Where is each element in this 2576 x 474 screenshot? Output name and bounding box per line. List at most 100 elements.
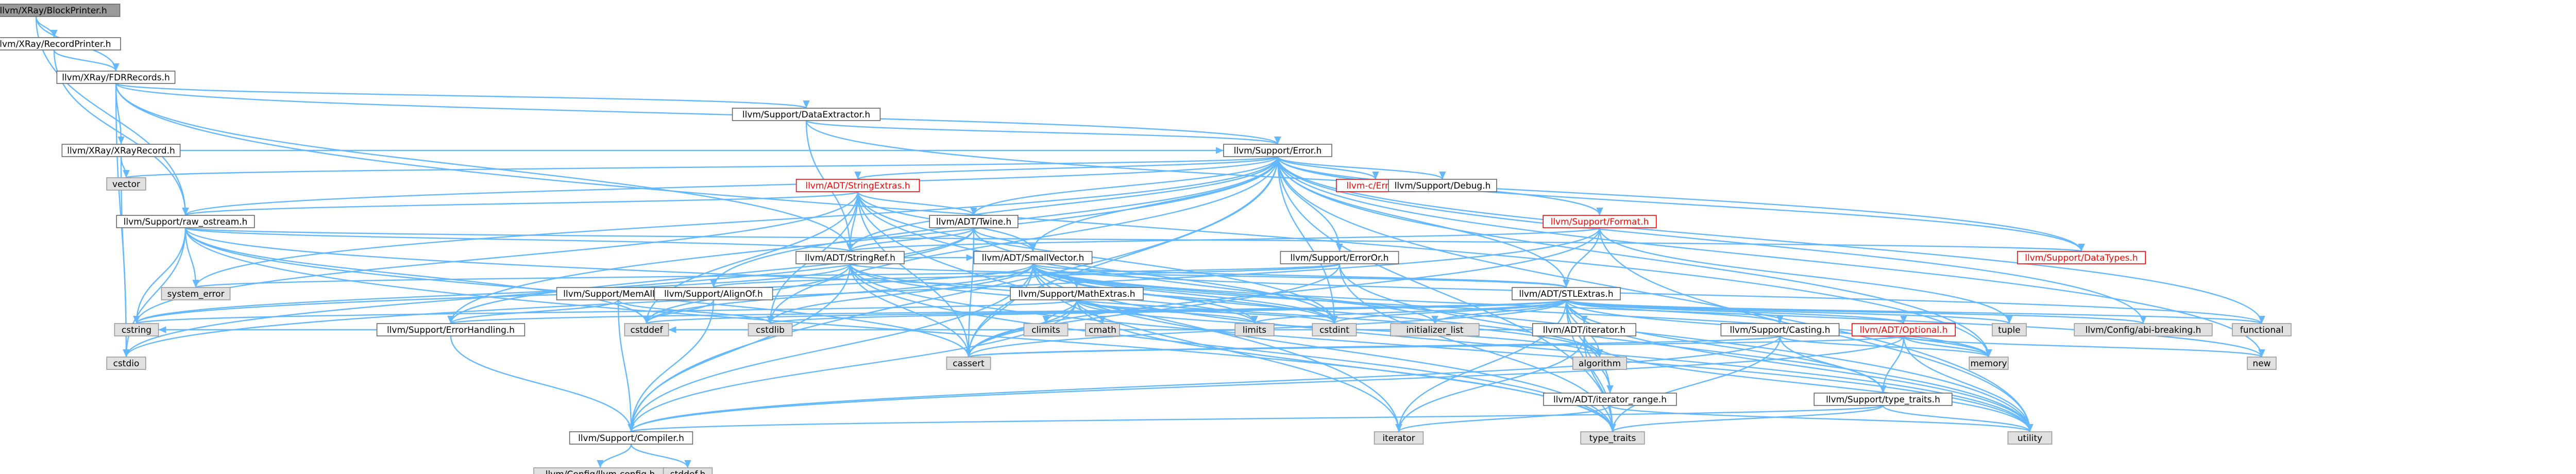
node-label: llvm/Config/llvm-config.h bbox=[546, 469, 655, 474]
edge-format-to-stringref bbox=[847, 227, 1601, 252]
edge-mathextras-to-climits bbox=[1042, 299, 1078, 324]
node-box bbox=[1223, 144, 1332, 157]
node-box bbox=[624, 323, 669, 336]
edge-error-to-errorhandling bbox=[447, 156, 1279, 324]
node-debug[interactable]: llvm/Support/Debug.h bbox=[1388, 179, 1497, 192]
node-box bbox=[1532, 323, 1637, 336]
edge-stlextras-to-abibreaking bbox=[1565, 299, 2146, 325]
node-label: llvm/ADT/Twine.h bbox=[936, 217, 1011, 227]
node-cstring[interactable]: cstring bbox=[114, 323, 159, 336]
node-rawostream[interactable]: llvm/Support/raw_ostream.h bbox=[116, 215, 255, 228]
node-climits[interactable]: climits bbox=[1023, 323, 1069, 336]
node-box bbox=[2017, 251, 2146, 264]
edge-error-to-systemerror bbox=[192, 156, 1279, 288]
node-utility[interactable]: utility bbox=[2007, 431, 2053, 445]
edge-recordprinter-to-fdrrecords bbox=[53, 49, 120, 72]
node-label: llvm/Support/Casting.h bbox=[1730, 325, 1830, 335]
edge-smallvector-to-stlextras bbox=[1032, 263, 1570, 289]
edge-stringref-to-stlextras bbox=[849, 263, 1569, 289]
node-errorhandling[interactable]: llvm/Support/ErrorHandling.h bbox=[376, 323, 526, 336]
node-twine[interactable]: llvm/ADT/Twine.h bbox=[929, 215, 1019, 228]
edge-iteratorrange-to-iterator bbox=[1395, 405, 1611, 432]
edge-error-to-datatypes bbox=[1277, 156, 2085, 252]
node-root[interactable]: include/llvm/XRay/BlockPrinter.h bbox=[0, 4, 121, 17]
node-error[interactable]: llvm/Support/Error.h bbox=[1223, 144, 1332, 157]
node-box bbox=[56, 71, 176, 84]
node-smallvector[interactable]: llvm/ADT/SmallVector.h bbox=[973, 251, 1093, 264]
edge-twine-to-cstdint bbox=[973, 227, 1338, 324]
edge-typetraits-to-type_traits bbox=[1609, 404, 1884, 433]
node-box bbox=[1312, 323, 1357, 336]
node-label: llvm/ADT/StringRef.h bbox=[805, 253, 895, 263]
node-adtiterator[interactable]: llvm/ADT/iterator.h bbox=[1532, 323, 1637, 336]
node-stddef[interactable]: stddef.h bbox=[663, 467, 713, 474]
node-algorithm[interactable]: algorithm bbox=[1572, 357, 1628, 370]
node-cstdlib[interactable]: cstdlib bbox=[748, 323, 793, 336]
node-box bbox=[1374, 431, 1424, 445]
node-tuple[interactable]: tuple bbox=[1992, 323, 2027, 336]
node-box bbox=[2074, 323, 2213, 336]
node-box bbox=[106, 177, 146, 191]
node-label: llvm/Support/DataExtractor.h bbox=[742, 110, 870, 120]
node-box bbox=[973, 251, 1093, 264]
edge-xrayrecord-to-vector bbox=[120, 156, 130, 178]
edge-error-to-erroror bbox=[1277, 156, 1343, 252]
node-initlist[interactable]: initializer_list bbox=[1390, 323, 1480, 336]
edge-stringextras-to-twine bbox=[857, 191, 977, 216]
node-label: llvm/Support/type_traits.h bbox=[1826, 395, 1940, 405]
node-erroror[interactable]: llvm/Support/ErrorOr.h bbox=[1280, 251, 1399, 264]
node-abibreaking[interactable]: llvm/Config/abi-breaking.h bbox=[2074, 323, 2213, 336]
node-label: include/llvm/XRay/BlockPrinter.h bbox=[0, 6, 107, 16]
node-cstdint[interactable]: cstdint bbox=[1312, 323, 1357, 336]
node-compiler[interactable]: llvm/Support/Compiler.h bbox=[569, 431, 693, 445]
edge-adtiterator-to-iterator bbox=[1395, 335, 1585, 432]
edge-smallvector-to-compiler bbox=[628, 263, 1034, 432]
edge-typetraits-to-utility bbox=[1882, 405, 2033, 432]
node-cassert[interactable]: cassert bbox=[946, 357, 991, 370]
node-systemerror[interactable]: system_error bbox=[161, 287, 231, 300]
edge-twine-to-stringref bbox=[846, 227, 975, 252]
node-cstddef[interactable]: cstddef bbox=[624, 323, 669, 336]
node-dataextractor[interactable]: llvm/Support/DataExtractor.h bbox=[732, 108, 881, 121]
node-type_traits[interactable]: type_traits bbox=[1580, 431, 1645, 445]
node-casting[interactable]: llvm/Support/Casting.h bbox=[1720, 323, 1840, 336]
node-iteratorrange[interactable]: llvm/ADT/iterator_range.h bbox=[1543, 393, 1677, 406]
edge-stlextras-to-utility bbox=[1565, 299, 2033, 432]
node-functional[interactable]: functional bbox=[2232, 323, 2292, 336]
edge-memalloc-to-cstdlib bbox=[617, 299, 774, 324]
node-mathextras[interactable]: llvm/Support/MathExtras.h bbox=[1010, 287, 1144, 300]
node-xrayrecord[interactable]: llvm/XRay/XRayRecord.h bbox=[61, 144, 181, 157]
node-optional[interactable]: llvm/ADT/Optional.h bbox=[1852, 323, 1956, 336]
node-typetraits[interactable]: llvm/Support/type_traits.h bbox=[1814, 393, 1953, 406]
node-datatypes[interactable]: llvm/Support/DataTypes.h bbox=[2017, 251, 2146, 264]
node-format[interactable]: llvm/Support/Format.h bbox=[1543, 215, 1657, 228]
node-recordprinter[interactable]: llvm/XRay/RecordPrinter.h bbox=[0, 37, 121, 50]
node-memory[interactable]: memory bbox=[1969, 357, 2009, 370]
node-box bbox=[1234, 323, 1275, 336]
node-box bbox=[748, 323, 793, 336]
edge-alignof-to-cstddef bbox=[643, 299, 715, 324]
node-llvmconfig[interactable]: llvm/Config/llvm-config.h bbox=[533, 467, 667, 474]
edge-optional-to-cassert bbox=[965, 335, 1905, 358]
node-label: system_error bbox=[167, 289, 224, 299]
node-label: new bbox=[2252, 359, 2270, 369]
node-stlextras[interactable]: llvm/ADT/STLExtras.h bbox=[1512, 287, 1621, 300]
node-limits[interactable]: limits bbox=[1234, 323, 1275, 336]
node-cstdio[interactable]: cstdio bbox=[106, 357, 146, 370]
node-box bbox=[106, 357, 146, 370]
node-alignof[interactable]: llvm/Support/AlignOf.h bbox=[654, 287, 773, 300]
edge-stringref-to-utility bbox=[849, 263, 2033, 432]
edge-error-to-smallvector bbox=[1029, 156, 1279, 252]
edge-root-to-rawostream bbox=[35, 16, 189, 216]
edge-optional-to-typetraits bbox=[1879, 335, 1905, 394]
node-stringextras[interactable]: llvm/ADT/StringExtras.h bbox=[795, 179, 920, 192]
node-vector[interactable]: vector bbox=[106, 177, 146, 191]
node-cmath[interactable]: cmath bbox=[1085, 323, 1120, 336]
edge-stlextras-to-initlist bbox=[1431, 299, 1567, 324]
node-stringref[interactable]: llvm/ADT/StringRef.h bbox=[795, 251, 905, 264]
node-label: limits bbox=[1243, 325, 1266, 335]
node-label: llvm/Config/abi-breaking.h bbox=[2086, 325, 2201, 335]
node-fdrrecords[interactable]: llvm/XRay/FDRRecords.h bbox=[56, 71, 176, 84]
node-iterator[interactable]: iterator bbox=[1374, 431, 1424, 445]
node-new[interactable]: new bbox=[2247, 357, 2277, 370]
